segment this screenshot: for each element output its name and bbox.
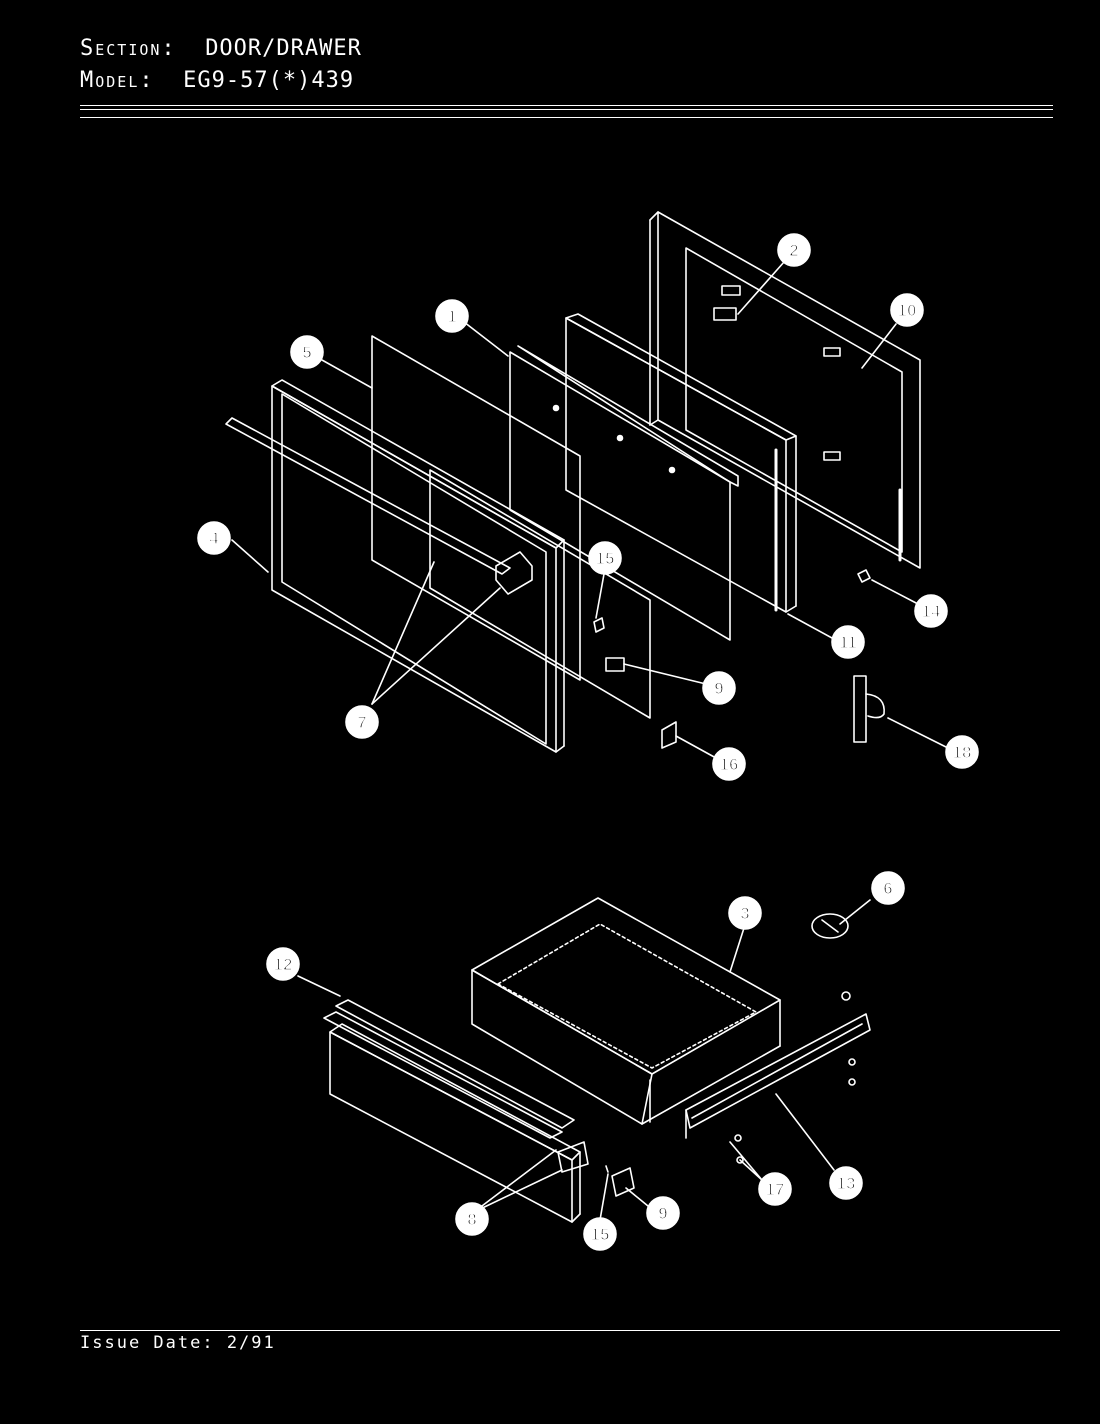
part-drawer-front-panel [323, 999, 581, 1223]
callout-9-top-label: 9 [714, 679, 723, 698]
part-clip-6 [811, 913, 849, 939]
part-badge-9-bottom [611, 1167, 635, 1197]
callout-3: 3 [728, 896, 762, 930]
part-door-insulation-panel [565, 313, 797, 613]
issue-date: Issue Date: 2/91 [80, 1333, 276, 1353]
part-inner-door-liner [649, 211, 921, 569]
callout-14: 14 [914, 594, 948, 628]
part-clip-15-bottom [605, 1165, 609, 1173]
callout-9-bottom-label: 9 [658, 1204, 667, 1223]
callout-15-bottom: 15 [583, 1217, 617, 1251]
callout-13: 13 [829, 1166, 863, 1200]
part-screws-17 [734, 1058, 856, 1164]
callout-13-label: 13 [837, 1174, 856, 1193]
footer-rule [80, 1330, 1060, 1331]
callout-16: 16 [712, 747, 746, 781]
callout-8: 8 [455, 1202, 489, 1236]
callout-18: 18 [945, 735, 979, 769]
part-drawer-body [471, 897, 781, 1125]
header-rule-mid [80, 109, 1053, 110]
callout-2: 2 [777, 233, 811, 267]
part-inner-glass [509, 345, 739, 641]
header-rule-bottom [80, 117, 1053, 118]
part-door-handle [225, 417, 533, 595]
part-outer-door-frame [271, 379, 565, 753]
drawer-leader-lines [297, 899, 871, 1221]
section-header: Section: DOOR/DRAWER [80, 36, 362, 61]
part-outer-glass [429, 469, 651, 719]
callout-14-label: 14 [922, 602, 941, 621]
callout-5-label: 5 [302, 343, 311, 362]
part-bracket-16 [661, 721, 677, 749]
model-label: Model: [80, 68, 155, 93]
callout-11: 11 [831, 625, 865, 659]
part-drawer-handle-end [557, 1141, 589, 1173]
callout-12: 12 [266, 947, 300, 981]
part-drawer-slide-rail [685, 1013, 871, 1139]
callout-9-bottom: 9 [646, 1196, 680, 1230]
callout-6-label: 6 [883, 879, 892, 898]
callout-7: 7 [345, 705, 379, 739]
section-label: Section: [80, 36, 177, 61]
part-screw-6 [841, 991, 851, 1001]
callout-4: 4 [197, 521, 231, 555]
model-value: EG9-57(*)439 [183, 68, 355, 93]
part-glass-panel [371, 335, 581, 681]
header-rule-top [80, 105, 1053, 106]
callout-15-top: 15 [588, 541, 622, 575]
callout-4-label: 4 [209, 529, 219, 548]
callout-18-label: 18 [953, 743, 972, 762]
callout-5: 5 [290, 335, 324, 369]
callout-10-label: 10 [898, 301, 917, 320]
callout-1: 1 [435, 299, 469, 333]
callout-15-top-label: 15 [596, 549, 615, 568]
callout-3-label: 3 [740, 904, 749, 923]
callout-15-bottom-label: 15 [591, 1225, 610, 1244]
part-clip-15-top [593, 617, 605, 633]
callout-2-label: 2 [789, 241, 798, 260]
part-hinge-18 [853, 675, 885, 743]
callout-6: 6 [871, 871, 905, 905]
callout-17: 17 [758, 1172, 792, 1206]
callout-8-label: 8 [467, 1210, 476, 1229]
callout-7-label: 7 [357, 713, 366, 732]
callout-9-top: 9 [702, 671, 736, 705]
callout-1-label: 1 [447, 307, 456, 326]
callout-11-label: 11 [839, 633, 857, 652]
callout-17-label: 17 [766, 1180, 785, 1199]
callout-16-label: 16 [720, 755, 739, 774]
section-value: DOOR/DRAWER [205, 36, 362, 61]
door-leader-lines [231, 261, 949, 759]
callout-10: 10 [890, 293, 924, 327]
model-header: Model: EG9-57(*)439 [80, 68, 354, 93]
part-bumper-14 [857, 569, 871, 583]
callout-12-label: 12 [274, 955, 293, 974]
